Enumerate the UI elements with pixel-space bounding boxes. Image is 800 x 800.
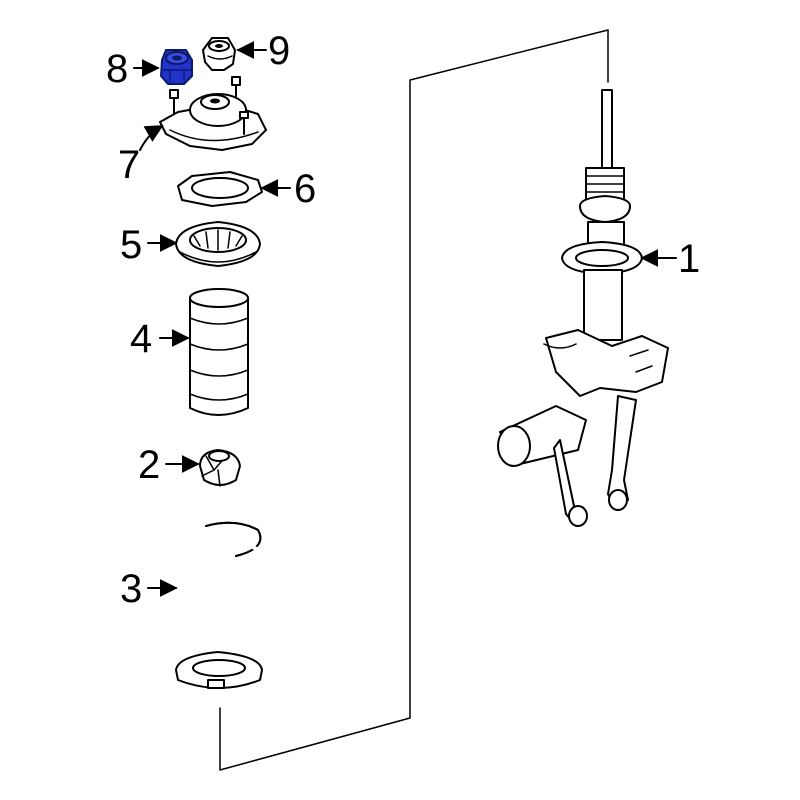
part-mount-nut-highlighted[interactable] [160,49,193,85]
callout-number-6: 6 [294,167,316,211]
assembly-bracket-line [219,29,609,771]
part-dust-boot[interactable] [189,288,249,416]
callout-number-4: 4 [130,317,152,361]
part-strut-mount[interactable] [159,76,267,151]
callout-number-8: 8 [106,47,128,91]
part-coil-spring[interactable] [175,521,263,689]
callout-number-5: 5 [120,223,142,267]
callout-number-7: 7 [118,143,140,187]
callout-arrows [133,41,677,597]
callout-number-9: 9 [268,29,290,73]
part-strut-assembly[interactable] [497,89,669,527]
callout-arrow-7 [139,125,164,151]
part-bump-stop[interactable] [199,449,241,487]
part-insulator[interactable] [177,171,263,207]
callout-number-1: 1 [678,237,700,281]
callout-number-3: 3 [120,567,142,611]
part-spring-seat[interactable] [175,221,261,267]
callout-number-2: 2 [138,443,160,487]
part-upper-nut[interactable] [202,37,236,71]
